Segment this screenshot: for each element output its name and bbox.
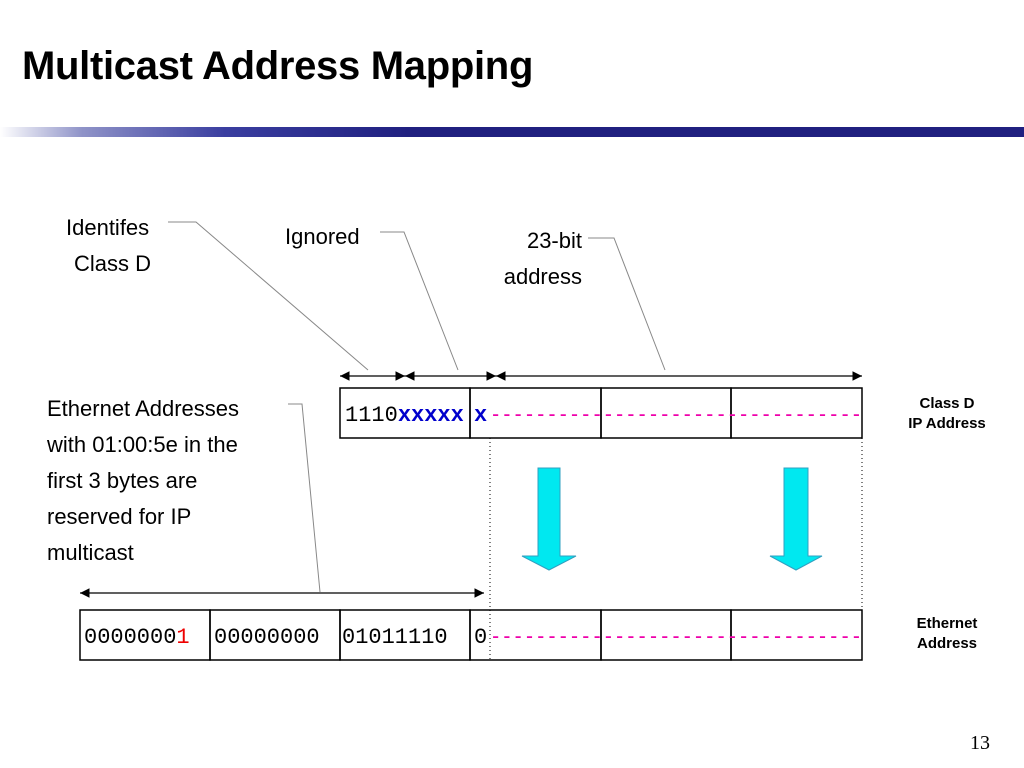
down-arrow-right (769, 467, 823, 571)
ethernet-note-line-4: reserved for IP (47, 504, 192, 529)
eth-byte-6-box (730, 609, 863, 661)
ip-mapped-bits: --------------------------------- (490, 403, 862, 428)
page-number: 13 (970, 732, 990, 754)
ip-address-bits: 1110xxxxx (345, 403, 464, 428)
eth-byte-2-bits: 00000000 (214, 625, 320, 650)
class-d-label-line2: IP Address (908, 415, 986, 432)
eth-mapped-bits: --------------------------------- (490, 625, 862, 650)
ethernet-note-line-2: with 01:00:5e in the (47, 432, 238, 457)
class-d-ip-address-label: Class D IP Address (896, 394, 998, 434)
ethernet-label-line1: Ethernet (916, 615, 978, 632)
eth-byte-3-bits: 01011110 (342, 625, 448, 650)
callout-ignored: Ignored (285, 224, 360, 249)
title-underline-bar (0, 127, 1024, 137)
ethernet-note-line-5: multicast (47, 540, 134, 565)
callout-class-d-line1: Identifes (66, 215, 150, 240)
leader-line-ethernet-note (288, 403, 321, 593)
leader-line-class-d (168, 221, 369, 371)
callout-23-bit-address: 23-bit address (488, 223, 582, 295)
ethernet-address-label: Ethernet Address (896, 614, 998, 654)
ip-bit-x: x (474, 403, 487, 428)
eth-last-bit: 0 (474, 625, 487, 650)
leader-line-23-bit (588, 237, 666, 371)
eth-byte-1-zero-bits: 0000000 (84, 625, 176, 650)
leader-line-ignored (380, 231, 459, 371)
eth-byte-1-bits: 00000001 (84, 625, 190, 650)
ethernet-note-line-1: Ethernet Addresses (47, 396, 240, 421)
down-arrow-left (521, 467, 577, 571)
ip-prefix-bits: 1110 (345, 403, 398, 428)
ip-ignored-bits: xxxxx (398, 403, 464, 428)
slide-title: Multicast Address Mapping (22, 44, 534, 88)
callout-ethernet-note: Ethernet Addresses with 01:00:5e in the … (47, 391, 239, 571)
callout-23-bit-line2: address (503, 264, 582, 289)
eth-multicast-bit: 1 (176, 625, 189, 650)
class-d-label-line1: Class D (919, 395, 975, 412)
ip-byte-4-box (730, 387, 863, 439)
callout-class-d-line2: Class D (74, 251, 152, 276)
ethernet-note-line-3: first 3 bytes are (47, 468, 198, 493)
ethernet-label-line2: Address (916, 635, 978, 652)
callout-23-bit-line1: 23-bit (526, 228, 582, 253)
callout-identifies-class-d: Identifes Class D (66, 210, 151, 282)
